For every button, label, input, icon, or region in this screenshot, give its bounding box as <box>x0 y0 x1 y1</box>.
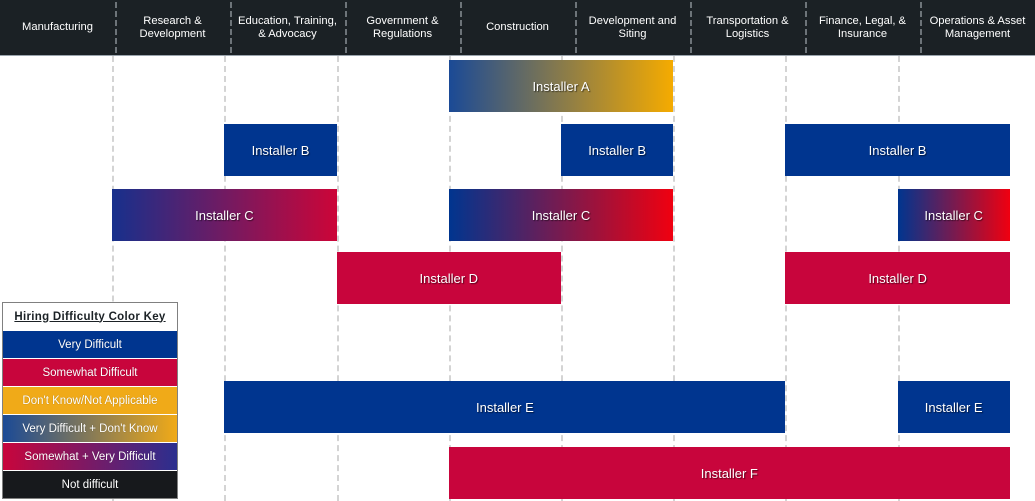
sector-header-label: Research & Development <box>139 14 206 40</box>
legend-item-label: Don't Know/Not Applicable <box>22 394 158 407</box>
sector-header-label: Transportation & Logistics <box>706 14 789 40</box>
legend-item-label: Somewhat + Very Difficult <box>24 450 156 463</box>
legend-item-very-difficult[interactable]: Very Difficult <box>3 330 177 358</box>
sector-header-cell: Operations & Asset Management <box>920 0 1035 55</box>
bar-label: Installer E <box>924 399 983 415</box>
bar-installer-c[interactable]: Installer C <box>897 189 1010 241</box>
bar-installer-b[interactable]: Installer B <box>561 124 674 176</box>
sector-header-cell: Construction <box>460 0 575 55</box>
legend-item-label: Very Difficult + Don't Know <box>22 422 158 435</box>
bar-installer-e[interactable]: Installer E <box>224 381 786 433</box>
sector-header-label: Construction <box>486 21 549 33</box>
bar-label: Installer E <box>475 399 534 415</box>
bar-installer-d[interactable]: Installer D <box>336 252 561 304</box>
legend-item-somewhat-very-difficult[interactable]: Somewhat + Very Difficult <box>3 442 177 470</box>
bar-installer-b[interactable]: Installer B <box>785 124 1010 176</box>
sector-header-label: Manufacturing <box>22 21 93 33</box>
bar-label: Installer F <box>700 465 758 481</box>
sector-header-label: Operations & Asset Management <box>929 14 1026 40</box>
legend-item-label: Somewhat Difficult <box>42 366 138 379</box>
bar-label: Installer C <box>924 207 983 223</box>
column-gridline <box>112 56 115 501</box>
bar-installer-f[interactable]: Installer F <box>448 447 1010 499</box>
legend-item-label: Not difficult <box>61 478 119 491</box>
bar-label: Installer D <box>868 270 927 286</box>
bar-label: Installer C <box>195 207 254 223</box>
bar-label: Installer C <box>531 207 591 223</box>
sector-header-label: Education, Training, & Advocacy <box>238 14 337 40</box>
column-gridline <box>561 56 563 501</box>
bar-installer-a[interactable]: Installer A <box>448 60 674 112</box>
column-gridline <box>673 56 676 501</box>
sector-header-label: Development and Siting <box>588 14 677 40</box>
sector-header-cell: Government & Regulations <box>345 0 460 55</box>
legend-item-somewhat-difficult[interactable]: Somewhat Difficult <box>3 358 177 386</box>
legend-item-label: Very Difficult <box>58 338 122 351</box>
sector-header-cell: Development and Siting <box>575 0 690 55</box>
bar-installer-e[interactable]: Installer E <box>897 381 1010 433</box>
bar-installer-c[interactable]: Installer C <box>448 189 674 241</box>
sector-header-cell: Transportation & Logistics <box>690 0 805 55</box>
sector-header-row: Manufacturing Research & Development Educa… <box>0 0 1035 56</box>
column-gridline <box>224 56 227 501</box>
bar-label: Installer A <box>532 78 590 94</box>
sector-header-label: Finance, Legal, & Insurance <box>818 14 907 40</box>
sector-header-cell: Manufacturing <box>0 0 115 55</box>
bar-label: Installer B <box>588 142 646 158</box>
legend-item-not-difficult[interactable]: Not difficult <box>3 470 177 498</box>
bar-label: Installer D <box>419 270 479 286</box>
sector-header-cell: Finance, Legal, & Insurance <box>805 0 920 55</box>
sector-header-cell: Education, Training, & Advocacy <box>230 0 345 55</box>
sector-header-label: Government & Regulations <box>366 14 439 40</box>
bar-installer-c[interactable]: Installer C <box>112 189 337 241</box>
bar-installer-b[interactable]: Installer B <box>224 124 337 176</box>
legend-item-very-difficult-don-t-know[interactable]: Very Difficult + Don't Know <box>3 414 177 442</box>
legend-item-don-t-know-not-applicable[interactable]: Don't Know/Not Applicable <box>3 386 177 414</box>
legend-hiring-difficulty-color-key: Hiring Difficulty Color Key Very Difficu… <box>2 302 178 499</box>
legend-title: Hiring Difficulty Color Key <box>3 303 177 330</box>
bar-label: Installer B <box>251 142 310 158</box>
bar-label: Installer B <box>868 142 927 158</box>
bar-installer-d[interactable]: Installer D <box>785 252 1010 304</box>
sector-header-cell: Research & Development <box>115 0 230 55</box>
